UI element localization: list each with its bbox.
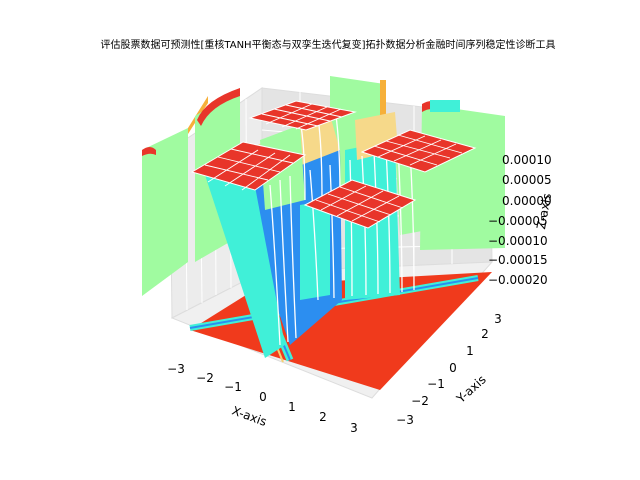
y-tick-label: −1 bbox=[427, 377, 445, 391]
y-tick-label: −3 bbox=[396, 413, 414, 427]
y-tick-label: −2 bbox=[411, 394, 429, 408]
wall-projection-left-edge bbox=[142, 147, 156, 156]
x-tick-label: 3 bbox=[350, 421, 358, 435]
surface-plateaus bbox=[190, 100, 477, 229]
chart-title: 评估股票数据可预测性[重核TANH平衡态与双孪生迭代复变]拓扑数据分析金融时间序… bbox=[101, 38, 556, 51]
z-tick-label: 0.00000 bbox=[502, 194, 552, 208]
x-axis-label: X-axis bbox=[230, 404, 269, 429]
x-tick-label: −2 bbox=[196, 371, 214, 385]
z-tick-label: −0.00015 bbox=[488, 253, 548, 267]
z-axis-label: Z-axis bbox=[534, 192, 554, 230]
x-tick-label: 2 bbox=[319, 410, 327, 424]
surface-gridlines bbox=[269, 115, 415, 346]
z-tick-label: −0.00010 bbox=[488, 234, 548, 248]
wall-projection-cyan bbox=[430, 100, 460, 112]
z-tick-label: 0.00005 bbox=[502, 173, 552, 187]
plateau-top-left bbox=[190, 141, 307, 191]
z-tick-label: 0.00010 bbox=[502, 153, 552, 167]
y-tick-label: 1 bbox=[466, 344, 474, 358]
y-tick-label: 2 bbox=[481, 327, 489, 341]
surface bbox=[190, 100, 477, 358]
surface-wall-left-cyan bbox=[205, 160, 285, 358]
wall-projection-back-edge bbox=[197, 88, 240, 126]
x-tick-label: 1 bbox=[288, 400, 296, 414]
z-tick-label: −0.00005 bbox=[488, 214, 548, 228]
wall-projection-left bbox=[142, 128, 188, 296]
x-tick-label: 0 bbox=[259, 390, 267, 404]
x-tick-label: −1 bbox=[224, 380, 242, 394]
y-axis-label: Y-axis bbox=[453, 372, 489, 406]
x-tick-label: −3 bbox=[167, 362, 185, 376]
z-axis: 0.00010 0.00005 0.00000 −0.00005 −0.0001… bbox=[488, 153, 554, 287]
z-tick-label: −0.00020 bbox=[488, 273, 548, 287]
y-tick-label: 3 bbox=[494, 312, 502, 326]
plateau-right bbox=[360, 129, 477, 173]
y-tick-label: 0 bbox=[449, 361, 457, 375]
plateau-grid bbox=[204, 103, 463, 223]
